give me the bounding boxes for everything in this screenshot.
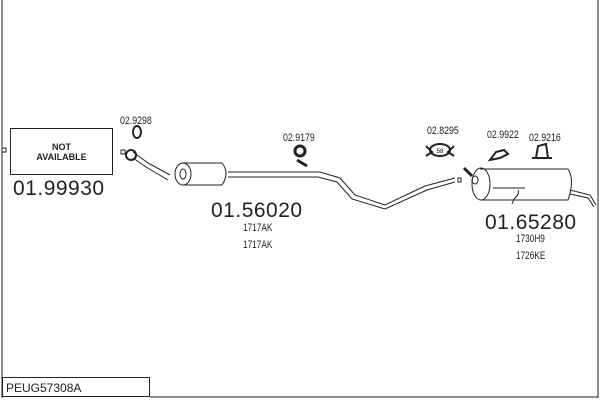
not-available-box: NOT AVAILABLE — [10, 128, 113, 175]
accessory-number[interactable]: 02.9922 — [487, 129, 519, 141]
hanger-icon — [532, 142, 552, 159]
accessory-number[interactable]: 02.8295 — [427, 125, 459, 137]
part-number[interactable]: 01.99930 — [13, 177, 105, 200]
ring-icon — [132, 125, 142, 139]
part-reference: 1717AK — [243, 222, 273, 234]
part-reference: 1717AK — [243, 239, 273, 251]
rubber-mount-icon — [293, 144, 307, 158]
part-number[interactable]: 01.65280 — [485, 211, 577, 234]
model-code: PEUG57308A — [2, 377, 150, 397]
middle-pipe — [228, 171, 456, 210]
middle-silencer — [183, 162, 227, 186]
available-label: AVAILABLE — [36, 151, 87, 162]
bracket-icon — [487, 148, 510, 162]
not-label: NOT — [52, 141, 71, 152]
accessory-number[interactable]: 02.9179 — [283, 132, 315, 144]
part-number[interactable]: 01.56020 — [211, 199, 303, 222]
accessory-number[interactable]: 02.9216 — [529, 132, 561, 144]
clamp-size-label: 58 — [437, 149, 444, 155]
accessory-number[interactable]: 02.9298 — [120, 115, 152, 127]
front-pipe — [132, 151, 171, 181]
rear-silencer — [480, 168, 572, 201]
part-reference: 1730H9 — [516, 233, 545, 245]
part-reference: 1726KE — [516, 250, 546, 262]
